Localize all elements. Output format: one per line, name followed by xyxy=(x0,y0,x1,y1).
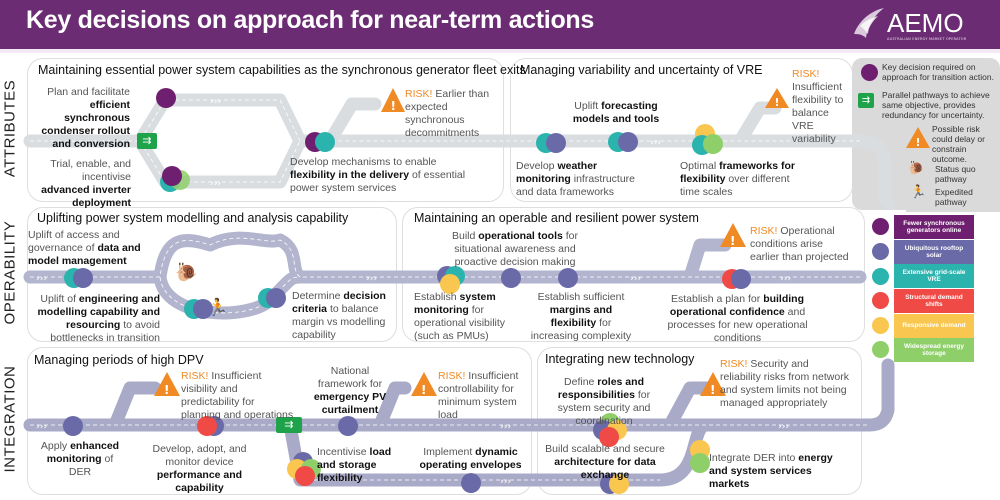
action-der-markets: Integrate DER into energy and system ser… xyxy=(709,452,833,490)
driver-legend-dot xyxy=(872,341,889,358)
driver-dot-responsive xyxy=(440,274,460,294)
driver-dot-responsive xyxy=(609,474,629,494)
legend-key-decision-dot xyxy=(861,64,878,81)
driver-legend-dot xyxy=(872,292,889,309)
action-pv-curtailment: National framework for emergency PV curt… xyxy=(313,365,387,416)
driver-dot-demand-shift xyxy=(599,427,619,447)
driver-dot-rooftop xyxy=(73,268,93,288)
action-device-performance: Develop, adopt, and monitor device perfo… xyxy=(152,443,247,494)
driver-dot-rooftop xyxy=(558,268,578,288)
legend-status-quo-text: Status quo pathway xyxy=(935,164,976,184)
driver-legend-fewer-sync: Fewer synchronous generators online xyxy=(894,215,974,239)
driver-legend-dot xyxy=(872,317,889,334)
logo-subtitle: AUSTRALIAN ENERGY MARKET OPERATOR xyxy=(887,37,967,41)
panel-title-modelling: Uplifting power system modelling and ana… xyxy=(37,211,349,225)
aemo-logo: AEMO AUSTRALIAN ENERGY MARKET OPERATOR xyxy=(850,4,1000,46)
legend-snail-icon: 🐌 xyxy=(908,161,925,176)
action-flex-frameworks: Optimal frameworks for flexibility over … xyxy=(680,160,795,198)
driver-dot-rooftop xyxy=(501,268,521,288)
risk-sync-decommit: RISK! Earlier than expected synchronous … xyxy=(405,88,490,139)
aemo-swoosh-icon xyxy=(854,8,884,38)
driver-dot-demand-shift xyxy=(295,466,315,486)
row-label-attributes: ATTRIBUTES xyxy=(1,79,19,178)
action-flexibility-delivery: Develop mechanisms to enable flexibility… xyxy=(290,156,466,194)
driver-dot-fewer-sync xyxy=(156,88,176,108)
action-forecasting: Uplift forecasting models and tools xyxy=(572,100,660,125)
driver-legend-dot xyxy=(872,243,889,260)
risk-operational-conditions: RISK! Operational conditions arise earli… xyxy=(750,225,849,263)
header-bar: Key decisions on approach for near-term … xyxy=(0,0,1000,49)
driver-dot-rooftop xyxy=(266,288,286,308)
action-engineering-capability: Uplift of engineering and modelling capa… xyxy=(37,293,160,344)
driver-dot-grid-vre xyxy=(315,132,335,152)
driver-dot-rooftop xyxy=(63,416,83,436)
action-sync-condenser: Plan and facilitate efficient synchronou… xyxy=(41,86,130,150)
driver-legend-demand-shifts: Structural demand shifts xyxy=(894,289,974,313)
action-data-model-mgmt: Uplift of access and governance of data … xyxy=(28,229,141,267)
driver-dot-rooftop xyxy=(731,269,751,289)
action-roles-responsibilities: Define roles and responsibilities for sy… xyxy=(557,376,651,427)
legend-risk-text: Possible risk could delay or constrain o… xyxy=(932,124,985,164)
driver-legend-energy-storage: Widespread energy storage xyxy=(894,338,974,362)
action-operational-tools: Build operational tools for situational … xyxy=(451,230,579,268)
header-divider xyxy=(0,49,1000,53)
risk-dpv-visibility: RISK! Insufficient visibility and predic… xyxy=(181,370,294,421)
page-title: Key decisions on approach for near-term … xyxy=(26,6,594,34)
action-weather-monitoring: Develop weather monitoring infrastructur… xyxy=(516,160,636,198)
legend-expedited-text: Expedited pathway xyxy=(935,187,973,207)
panel-title-newtech: Integrating new technology xyxy=(545,352,695,366)
runner-expedited-icon: 🏃 xyxy=(207,298,229,318)
driver-dot-rooftop xyxy=(618,132,638,152)
panel-title-dpv: Managing periods of high DPV xyxy=(34,353,204,367)
action-enhanced-monitoring: Apply enhanced monitoring of DER xyxy=(40,440,120,478)
panel-title-essential: Maintaining essential power system capab… xyxy=(38,63,526,77)
risk-vre-flexibility: RISK! Insufficient flexibility to balanc… xyxy=(792,68,844,145)
driver-dot-rooftop xyxy=(461,473,481,493)
legend-runner-icon: 🏃 xyxy=(910,185,927,200)
driver-legend-rooftop: Ubiquitous rooftop solar xyxy=(894,240,974,264)
risk-dpv-controllability: RISK! Insufficient controllability for m… xyxy=(438,370,519,421)
row-label-operability: OPERABILITY xyxy=(1,220,19,325)
panel-title-operable: Maintaining an operable and resilient po… xyxy=(414,211,699,225)
action-decision-criteria: Determine decision criteria to balance m… xyxy=(292,290,386,341)
action-load-storage-flex: Incentivise load and storage flexibility xyxy=(317,446,392,484)
action-margins-flexibility: Establish sufficient margins and flexibi… xyxy=(530,291,632,342)
legend-key-decision-text: Key decision required on approach for tr… xyxy=(882,62,994,82)
action-data-exchange: Build scalable and secure architecture f… xyxy=(545,443,665,481)
driver-dot-storage xyxy=(690,453,710,473)
legend-parallel-text: Parallel pathways to achieve same object… xyxy=(882,90,990,120)
driver-dot-rooftop xyxy=(546,133,566,153)
action-advanced-inverter: Trial, enable, and incentivise advanced … xyxy=(41,158,131,209)
panel-title-vre: Managing variability and uncertainty of … xyxy=(520,63,763,77)
logo-text: AEMO xyxy=(887,8,964,38)
driver-dot-fewer-sync xyxy=(162,166,182,186)
driver-legend-grid-vre: Extensive grid-scale VRE xyxy=(894,264,974,288)
snail-status-quo-icon: 🐌 xyxy=(175,262,198,283)
action-operational-confidence: Establish a plan for building operationa… xyxy=(667,293,808,344)
driver-legend-responsive-demand: Responsive demand xyxy=(894,314,974,338)
row-label-integration: INTEGRATION xyxy=(1,365,19,473)
driver-dot-storage xyxy=(703,134,723,154)
driver-legend-dot xyxy=(872,218,889,235)
driver-dot-rooftop xyxy=(338,416,358,436)
driver-legend-dot xyxy=(872,268,889,285)
risk-security-reliability: RISK! Security and reliability risks fro… xyxy=(720,358,849,409)
action-system-monitoring: Establish system monitoring for operatio… xyxy=(414,291,506,342)
parallel-pathway-icon: ⇉ xyxy=(137,133,157,149)
driver-dot-demand-shift xyxy=(197,416,217,436)
driver-dot-rooftop xyxy=(193,299,213,319)
action-dynamic-envelopes: Implement dynamic operating envelopes xyxy=(419,446,522,471)
parallel-pathway-icon: ⇉ xyxy=(276,417,302,433)
svg-text:›››: ››› xyxy=(875,389,885,400)
legend-parallel-icon: ⇉ xyxy=(858,93,874,108)
